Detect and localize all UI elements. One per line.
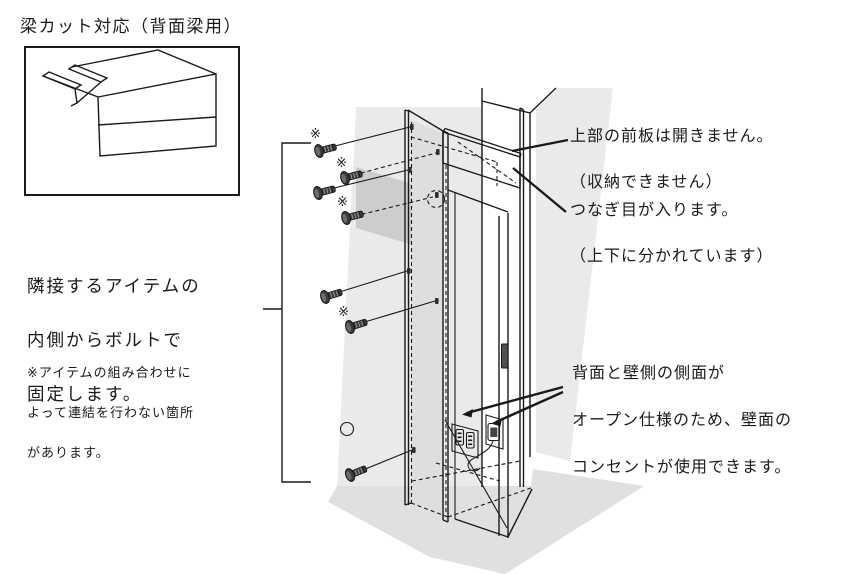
beam-box-title: 梁カット対応（背面梁用） (20, 17, 242, 37)
asterisk-marks: ※ ※ ※ ※ (310, 127, 349, 320)
plug-cord (467, 440, 494, 472)
note-line: があります。 (27, 446, 110, 461)
door-handle (501, 343, 509, 369)
right-side-panel-edge (519, 107, 525, 487)
left-annotation: 隣接するアイテムの 内側からボルトで 固定します。 (27, 274, 201, 409)
note-line: ※アイテムの組み合わせに (27, 366, 192, 381)
annotation-seam: つなぎ目が入ります。 （上下に分かれています） (570, 198, 774, 267)
wall-top-slant (481, 100, 531, 114)
annotation-line: コンセントが使用できます。 (572, 457, 792, 476)
plug-face (490, 427, 498, 437)
wall-outlet-group (451, 414, 504, 472)
bolt-holes (407, 124, 440, 453)
hidden-bottom-edges (410, 460, 532, 518)
side-panel-hole (339, 421, 355, 437)
cabinet-structure (339, 107, 533, 538)
beam-cut-box (24, 46, 240, 196)
right-wall (536, 88, 613, 461)
side-panel-top-edge (407, 109, 444, 132)
opening-top-edge (447, 189, 509, 213)
cabinet-interior (411, 120, 443, 519)
floor (328, 469, 644, 574)
asterisk-mark: ※ (310, 127, 321, 142)
annotation-line: （収納できません） (570, 172, 723, 191)
annotation-line: 背面と壁側の側面が (572, 363, 726, 382)
outlet-socket (465, 431, 475, 449)
annotation-outlet: 背面と壁側の側面が オープン仕様のため、壁面の コンセントが使用できます。 (572, 361, 792, 479)
asterisk-mark: ※ (338, 305, 349, 320)
hidden-bolt-circle (426, 189, 446, 209)
left-annotation-line: 隣接するアイテムの (27, 277, 201, 297)
hidden-top-edges (410, 136, 517, 186)
left-annotation-line: 内側からボルトで (27, 331, 183, 351)
wall-top-slant2 (529, 87, 557, 114)
arrowhead (462, 409, 473, 418)
left-annotation-note: ※アイテムの組み合わせに よって連結を行わない箇所 があります。 (27, 364, 194, 464)
annotation-top-panel: 上部の前板は開きません。 （収納できません） (570, 124, 774, 193)
outlet-plate-2 (485, 414, 504, 450)
asterisk-mark: ※ (337, 195, 348, 210)
bolt-leader-lines (325, 126, 437, 473)
annotation-line: つなぎ目が入ります。 (570, 200, 739, 219)
beam-cut-drawing (41, 49, 217, 157)
door-swing-edge (444, 419, 508, 529)
base-front-edge (507, 488, 533, 538)
annotation-line: オープン仕様のため、壁面の (572, 410, 793, 429)
asterisk-mark: ※ (336, 156, 347, 171)
annotation-line: （上下に分かれています） (570, 246, 774, 265)
note-line: よって連結を行わない箇所 (27, 406, 194, 421)
door (444, 213, 509, 538)
plug-body (487, 422, 501, 442)
door-edge (454, 213, 509, 538)
left-annotation-line: 固定します。 (27, 385, 143, 405)
back-panel-edge (404, 109, 412, 506)
left-bracket (263, 142, 311, 483)
outlet-slots (457, 432, 473, 446)
outlet-plate (451, 423, 479, 459)
outlet-socket (455, 428, 465, 446)
annotation-line: 上部の前板は開きません。 (570, 126, 774, 145)
side-panel-edge (442, 130, 449, 523)
